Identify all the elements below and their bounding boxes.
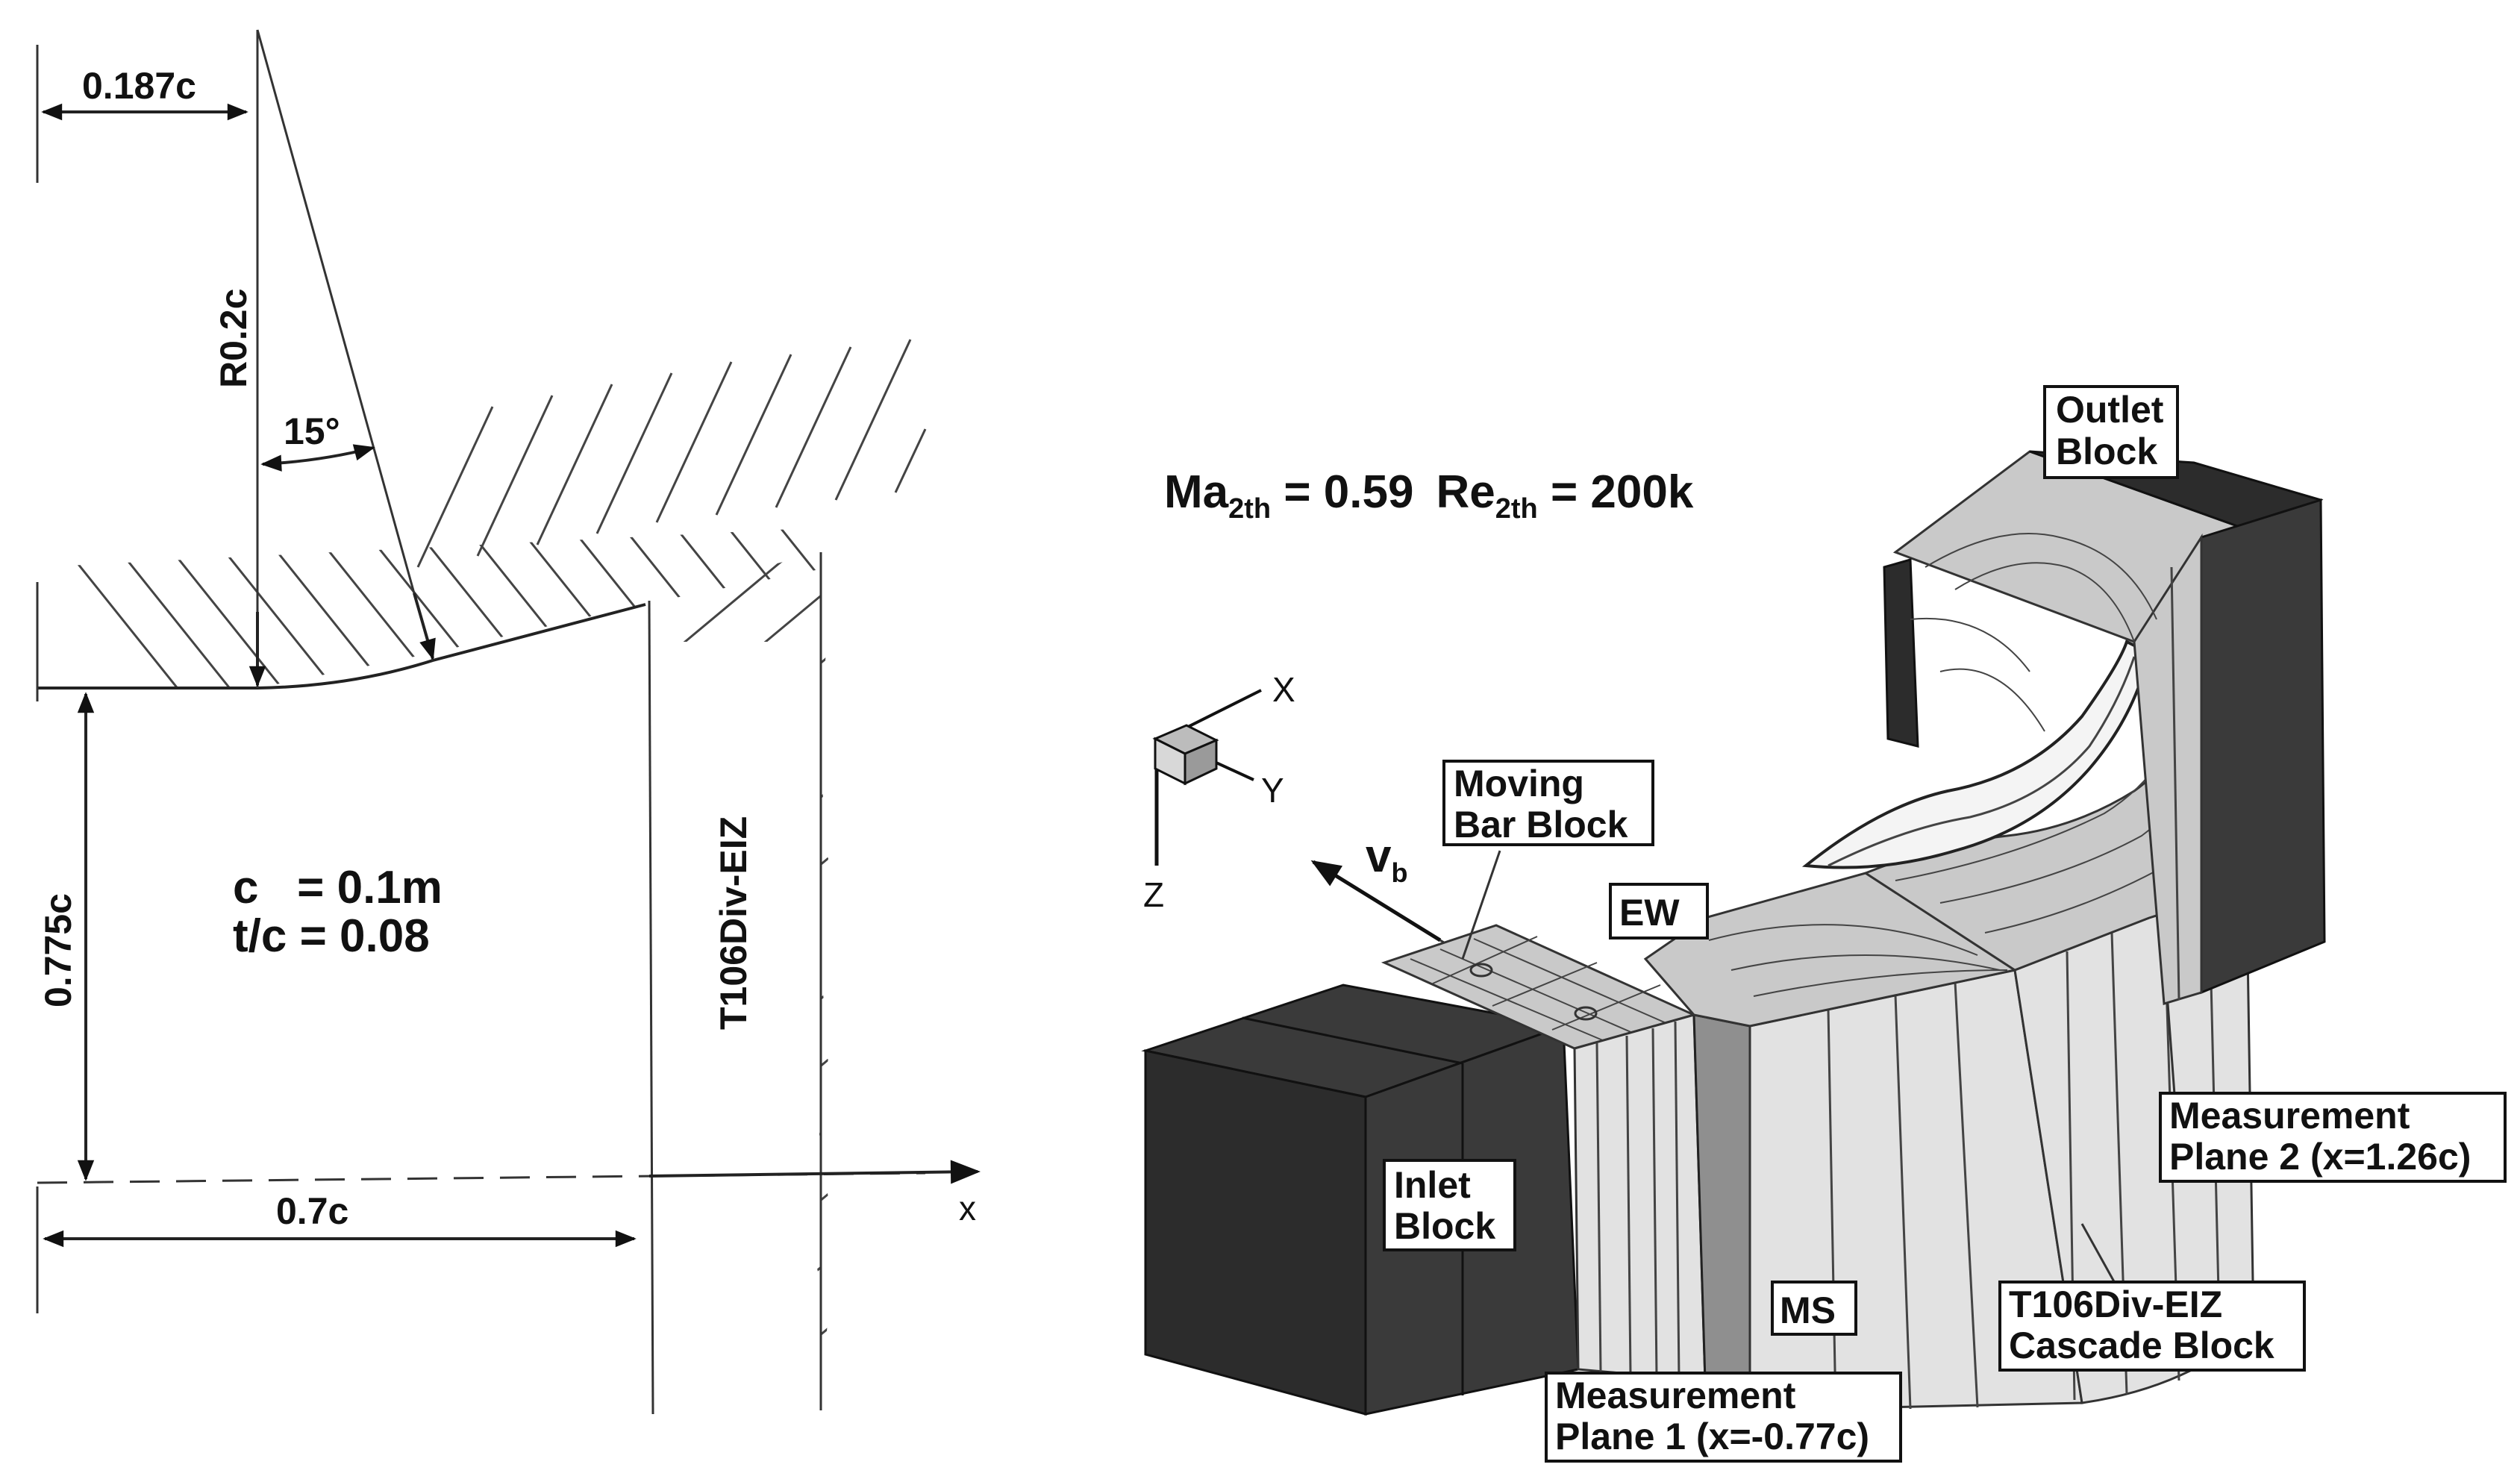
svg-text:Measurement: Measurement — [1555, 1375, 1796, 1416]
param-thickness: t/c = 0.08 — [233, 910, 430, 962]
leader-cascade — [2080, 1223, 2121, 1292]
dim-0187c-label: 0.187c — [82, 65, 196, 107]
left-geometry-sketch: 0.187c R0.2c 15° 0.775c 0.7c c = 0.1m t/… — [36, 29, 981, 1415]
svg-text:Measurement: Measurement — [2169, 1095, 2410, 1136]
dim-0775c-label: 0.775c — [37, 893, 79, 1007]
measurement-plane-1-label: Measurement Plane 1 (x=-0.77c) — [1545, 1372, 1902, 1463]
axis-z-label: Z — [1143, 875, 1164, 914]
svg-text:Bar Block: Bar Block — [1454, 804, 1628, 845]
radius-inclined-line — [256, 29, 434, 661]
axis-dashed-line — [37, 1172, 926, 1184]
leader-moving-bar — [1461, 850, 1501, 960]
cascade-left-edge — [648, 600, 654, 1415]
svg-text:Inlet: Inlet — [1394, 1164, 1471, 1206]
velocity-label: vb — [1366, 831, 1407, 888]
svg-text:MS: MS — [1780, 1289, 1836, 1331]
x-axis-label: x — [959, 1189, 976, 1228]
leader-plane2 — [2166, 1003, 2177, 1105]
dim-radius-label: R0.2c — [213, 289, 254, 388]
upper-wall-hatch-outer — [416, 339, 927, 568]
velocity-arrow — [1310, 860, 1442, 942]
ew-label: EW — [1609, 883, 1709, 939]
outlet-block-geometry — [1883, 450, 2326, 1005]
moving-bar-block-label: Moving Bar Block — [1442, 760, 1654, 846]
axis-y-label: Y — [1261, 771, 1284, 810]
axis-x-label: X — [1272, 670, 1295, 709]
cascade-block-label: T106Div-EIZ Cascade Block — [1998, 1281, 2306, 1372]
upper-wall-hatch — [43, 522, 925, 688]
svg-text:T106Div-EIZ: T106Div-EIZ — [2009, 1284, 2222, 1325]
cascade-label: T106Div-EIZ — [713, 816, 754, 1030]
svg-text:Block: Block — [2056, 431, 2157, 472]
radius-arrow-2 — [413, 593, 436, 660]
svg-text:Outlet: Outlet — [2056, 389, 2164, 431]
inlet-block-label: Inlet Block — [1383, 1159, 1516, 1251]
svg-text:EW: EW — [1619, 892, 1680, 934]
ms-label: MS — [1771, 1281, 1857, 1336]
svg-text:Plane 1 (x=-0.77c): Plane 1 (x=-0.77c) — [1555, 1416, 1869, 1457]
svg-text:Block: Block — [1394, 1205, 1495, 1247]
endwall-contour — [37, 603, 646, 690]
dim-07c-label: 0.7c — [276, 1190, 348, 1232]
dim-angle-label: 15° — [284, 410, 340, 452]
svg-text:Plane 2 (x=1.26c): Plane 2 (x=1.26c) — [2169, 1136, 2471, 1178]
x-axis-arrow — [648, 1160, 981, 1184]
measurement-plane-2-label: Measurement Plane 2 (x=1.26c) — [2159, 1092, 2507, 1183]
coordinate-triad: X Y Z — [1143, 670, 1295, 914]
svg-text:Moving: Moving — [1454, 763, 1584, 804]
param-chord: c = 0.1m — [233, 862, 443, 913]
dim-angle-arrow — [260, 444, 375, 472]
svg-text:Cascade Block: Cascade Block — [2009, 1325, 2274, 1366]
outlet-block-label: Outlet Block — [2043, 385, 2179, 479]
